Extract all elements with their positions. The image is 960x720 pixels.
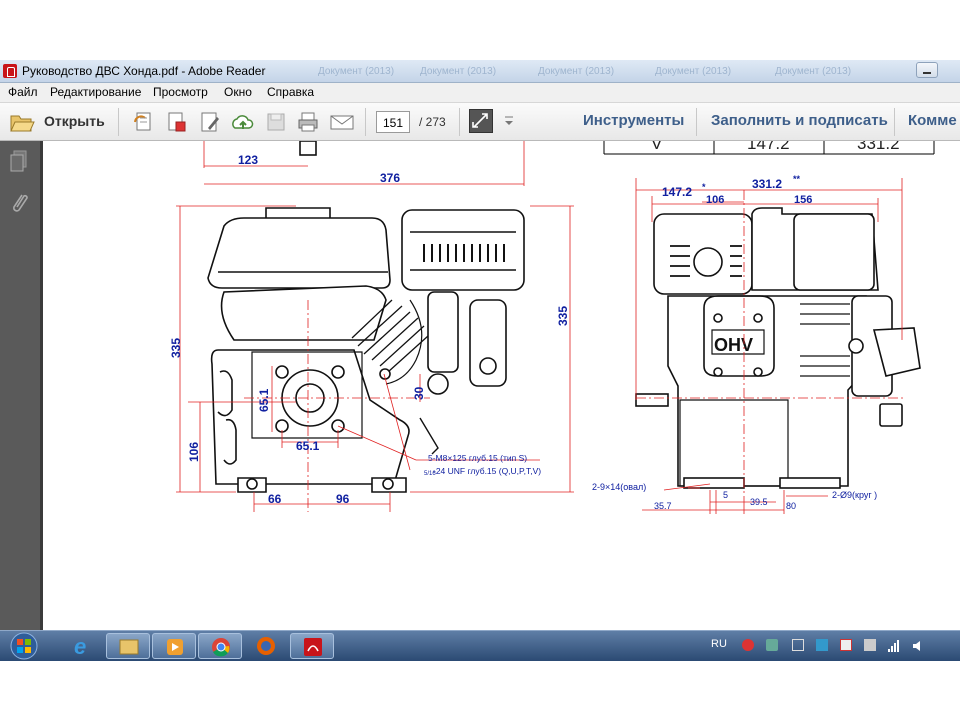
- network-error-icon[interactable]: [742, 639, 754, 651]
- dim-label: 65.1: [257, 388, 271, 412]
- fill-sign-tab[interactable]: Заполнить и подписать: [711, 112, 888, 129]
- dim-label: 96: [336, 492, 350, 506]
- menu-file[interactable]: Файл: [8, 85, 38, 99]
- dim-label: 106: [706, 194, 724, 206]
- background-tab[interactable]: Документ (2013): [538, 66, 615, 77]
- table-cell: 147.2: [747, 141, 790, 153]
- table-cell: V: [651, 141, 663, 153]
- spec-table-fragment: V 147.2 331.2: [603, 141, 935, 155]
- hole-note: 2-9×14(овал): [592, 482, 646, 492]
- background-tab[interactable]: Документ (2013): [655, 66, 732, 77]
- dim-label: 106: [187, 442, 201, 462]
- dim-label: 5: [723, 490, 728, 500]
- print-icon[interactable]: [296, 110, 320, 134]
- dim-label: 156: [794, 194, 812, 206]
- svg-text:e: e: [74, 634, 86, 659]
- device-icon[interactable]: [864, 639, 876, 651]
- firefox-icon[interactable]: [244, 633, 288, 659]
- tray-app-icon[interactable]: [766, 639, 778, 651]
- background-tab[interactable]: Документ (2013): [420, 66, 497, 77]
- menu-window[interactable]: Окно: [224, 85, 252, 99]
- thread-note: 5-M8×125 глуб.15 (тип S): [428, 453, 527, 463]
- dim-label: 335: [169, 338, 183, 358]
- dim-label: 66: [268, 492, 282, 506]
- open-button[interactable]: Открыть: [44, 113, 105, 129]
- menu-bar: Файл Редактирование Просмотр Окно Справк…: [0, 83, 960, 103]
- adobe-reader-icon: [3, 64, 17, 78]
- pages-thumbnail-icon[interactable]: [8, 149, 30, 173]
- thread-note: -24 UNF глуб.15 (Q,U,P,T,V): [433, 466, 541, 476]
- dim-label: 331.2: [752, 177, 782, 191]
- minimize-button[interactable]: [916, 62, 938, 78]
- svg-text:OHV: OHV: [714, 335, 753, 355]
- menu-view[interactable]: Просмотр: [153, 85, 208, 99]
- media-player-icon[interactable]: [152, 633, 196, 659]
- dim-label: 147.2: [662, 185, 692, 199]
- taskbar: e RU: [0, 630, 960, 661]
- internet-explorer-icon[interactable]: e: [60, 633, 104, 659]
- background-tab[interactable]: Документ (2013): [318, 66, 395, 77]
- start-button[interactable]: [6, 631, 42, 661]
- email-icon[interactable]: [329, 110, 354, 134]
- signal-icon[interactable]: [888, 639, 900, 652]
- open-folder-icon[interactable]: [9, 110, 35, 134]
- page-total: / 273: [419, 115, 446, 129]
- menu-help[interactable]: Справка: [267, 85, 315, 99]
- dim-sup: **: [793, 174, 801, 184]
- dim-label: 335: [556, 306, 570, 326]
- dim-label: 65.1: [296, 439, 320, 453]
- export-pdf-icon[interactable]: [164, 110, 188, 134]
- dim-label: 376: [380, 171, 400, 185]
- language-indicator[interactable]: RU: [711, 638, 727, 650]
- toolbar-dropdown-icon[interactable]: [502, 113, 516, 137]
- fit-page-icon[interactable]: [469, 109, 493, 133]
- engine-front-view: OHV: [635, 178, 921, 514]
- table-cell: 331.2: [857, 141, 900, 153]
- comment-tab[interactable]: Комме: [908, 112, 957, 129]
- upload-cloud-icon[interactable]: [230, 110, 254, 134]
- action-center-icon[interactable]: [840, 639, 852, 651]
- tools-tab[interactable]: Инструменты: [583, 112, 685, 129]
- document-view[interactable]: V 147.2 331.2: [43, 141, 960, 630]
- dim-label: 35.7: [654, 501, 672, 511]
- tray-blue-icon[interactable]: [816, 639, 828, 651]
- display-icon[interactable]: [792, 639, 804, 651]
- volume-icon[interactable]: [912, 639, 924, 651]
- window-title: Руководство ДВС Хонда.pdf - Adobe Reader: [22, 64, 266, 78]
- dim-label: 80: [786, 501, 796, 511]
- engine-side-view: [176, 141, 574, 512]
- attachments-paperclip-icon[interactable]: [8, 191, 30, 217]
- file-explorer-icon[interactable]: [106, 633, 150, 659]
- save-icon[interactable]: [264, 110, 288, 134]
- menu-edit[interactable]: Редактирование: [50, 85, 142, 99]
- thread-fraction: 5/16: [424, 471, 436, 477]
- edit-document-icon[interactable]: [198, 110, 222, 134]
- background-tab[interactable]: Документ (2013): [775, 66, 852, 77]
- toolbar: Открыть 151 / 273 Инструменты Заполнить …: [0, 103, 960, 141]
- acrobat-reader-taskbar-icon[interactable]: [290, 633, 334, 659]
- dim-label: 39.5: [750, 497, 768, 507]
- dim-label: 123: [238, 153, 258, 167]
- navigation-pane: [0, 141, 43, 630]
- chrome-icon[interactable]: [198, 633, 242, 659]
- title-bar: Руководство ДВС Хонда.pdf - Adobe Reader: [0, 60, 960, 83]
- dim-sup: *: [702, 182, 706, 192]
- page-number-input[interactable]: 151: [376, 111, 410, 133]
- hole-note: 2-Ø9(круг ): [832, 490, 877, 500]
- create-pdf-icon[interactable]: [132, 110, 156, 134]
- dim-label: 30: [412, 386, 426, 400]
